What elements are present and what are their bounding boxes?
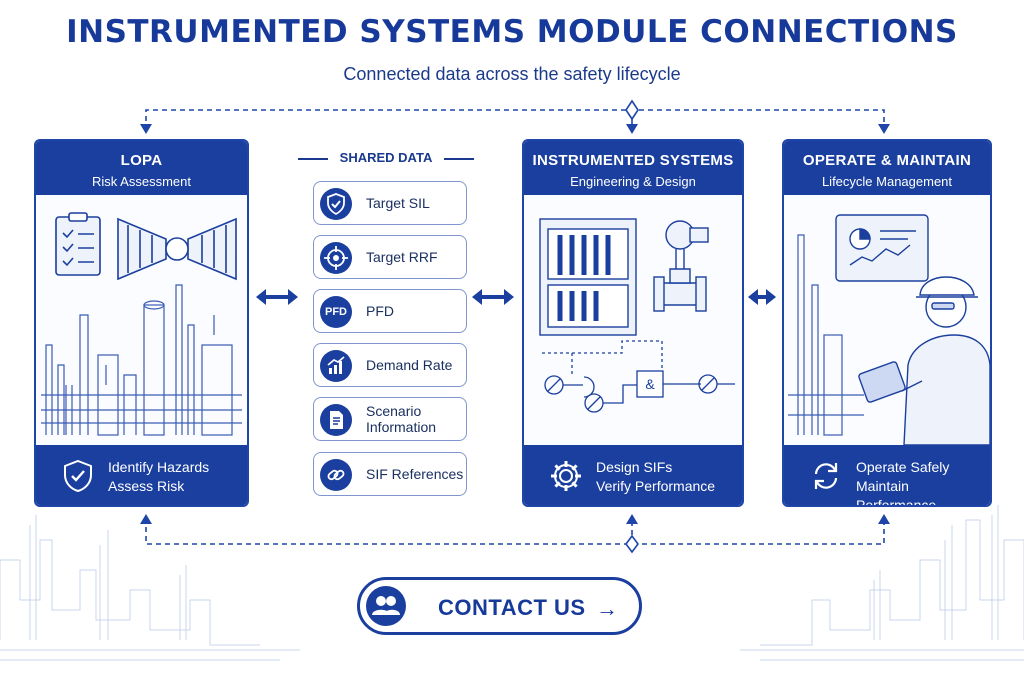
- panel-lopa-header: LOPA Risk Assessment: [36, 141, 247, 195]
- panel-lopa[interactable]: LOPA Risk Assessment: [34, 139, 249, 507]
- double-arrow-lopa-shared: [256, 289, 298, 305]
- panel-lopa-subtitle: Risk Assessment: [92, 174, 191, 189]
- pfd-badge: PFD: [320, 296, 352, 328]
- operator-figure: [858, 276, 990, 445]
- shared-item-demand-rate[interactable]: Demand Rate: [313, 343, 467, 387]
- shared-item-pfd[interactable]: PFD PFD: [313, 289, 467, 333]
- control-cabinet-icon: [539, 218, 637, 336]
- operator-illustration: [788, 214, 990, 445]
- bowtie-diagram-icon: [117, 217, 237, 281]
- label-line: Scenario: [366, 403, 422, 419]
- panel-instrumented-systems-subtitle: Engineering & Design: [570, 174, 696, 189]
- refinery-sketch: [41, 284, 242, 436]
- flow-transmitter-icon: [653, 220, 709, 312]
- bottom-feedback-loop: [145, 518, 885, 545]
- dashboard-monitor-icon: [835, 214, 929, 282]
- logic-diagram: [542, 340, 735, 413]
- gear-icon: [551, 461, 581, 491]
- target-icon: [320, 242, 352, 274]
- panel-operate-maintain-header: OPERATE & MAINTAIN Lifecycle Management: [784, 141, 990, 195]
- shared-item-label: Target RRF: [366, 249, 438, 265]
- shared-item-label: Scenario Information: [366, 403, 466, 435]
- panel-operate-maintain-subtitle: Lifecycle Management: [821, 174, 953, 189]
- checklist-icon: [55, 212, 101, 276]
- logic-and-symbol: &: [645, 376, 655, 392]
- footer-line: Assess Risk: [108, 478, 185, 494]
- lopa-illustration: [41, 212, 242, 436]
- footer-line: Design SIFs: [596, 459, 673, 475]
- label-line: Information: [366, 419, 437, 435]
- contact-us-label: CONTACT US: [438, 595, 586, 620]
- shared-data-label: SHARED DATA: [296, 150, 476, 165]
- panel-instrumented-systems[interactable]: INSTRUMENTED SYSTEMS Engineering & Desig…: [522, 139, 744, 507]
- panel-instrumented-systems-footer: Design SIFs Verify Performance: [524, 445, 742, 505]
- page-subtitle: Connected data across the safety lifecyc…: [343, 64, 681, 84]
- shared-item-sif-references[interactable]: SIF References: [313, 452, 467, 496]
- engineering-illustration: &: [539, 218, 735, 413]
- panel-operate-maintain-footer-text: Operate Safely Maintain Performance: [856, 458, 990, 507]
- top-feedback-loop: [145, 109, 885, 130]
- panel-lopa-footer: Identify Hazards Assess Risk: [36, 445, 247, 505]
- shield-check-icon: [64, 459, 92, 493]
- junction-diamond: [625, 534, 639, 554]
- arrowhead: [878, 124, 890, 134]
- footer-line: Operate Safely: [856, 459, 950, 475]
- arrowhead: [626, 514, 638, 524]
- arrowhead: [626, 124, 638, 134]
- link-icon: [320, 459, 352, 491]
- arrowhead: [140, 124, 152, 134]
- arrowhead: [878, 514, 890, 524]
- page-title: INSTRUMENTED SYSTEMS MODULE CONNECTIONS: [66, 14, 958, 50]
- panel-instrumented-systems-header: INSTRUMENTED SYSTEMS Engineering & Desig…: [524, 141, 742, 195]
- footer-line: Maintain Performance: [856, 478, 937, 507]
- shared-item-target-sil[interactable]: Target SIL: [313, 181, 467, 225]
- panel-lopa-title: LOPA: [120, 152, 163, 169]
- double-arrow-instrumented-operate: [748, 289, 776, 305]
- arrowhead: [140, 514, 152, 524]
- refresh-icon: [814, 463, 838, 489]
- shared-item-label: Demand Rate: [366, 357, 453, 373]
- footer-line: Verify Performance: [596, 478, 716, 494]
- shared-item-label: SIF References: [366, 466, 464, 482]
- panel-instrumented-systems-title: INSTRUMENTED SYSTEMS: [532, 152, 734, 169]
- panel-operate-maintain-title: OPERATE & MAINTAIN: [802, 152, 972, 169]
- shared-item-label: Target SIL: [366, 195, 430, 211]
- double-arrow-shared-instrumented: [472, 289, 514, 305]
- refinery-sketch: [788, 234, 864, 436]
- arrow-right-icon: →: [596, 596, 618, 621]
- panel-operate-maintain[interactable]: OPERATE & MAINTAIN Lifecycle Management: [782, 139, 992, 507]
- panel-operate-maintain-footer: Operate Safely Maintain Performance: [784, 445, 990, 505]
- panel-instrumented-systems-footer-text: Design SIFs Verify Performance: [596, 458, 715, 496]
- users-icon: [366, 586, 406, 626]
- panel-lopa-footer-text: Identify Hazards Assess Risk: [108, 458, 209, 496]
- junction-diamond: [625, 99, 639, 121]
- shared-item-target-rrf[interactable]: Target RRF: [313, 235, 467, 279]
- shield-check-icon: [320, 188, 352, 220]
- footer-line: Identify Hazards: [108, 459, 210, 475]
- bar-chart-icon: [320, 350, 352, 382]
- shared-item-scenario-information[interactable]: Scenario Information: [313, 397, 467, 441]
- shared-item-label: PFD: [366, 303, 394, 319]
- contact-us-button[interactable]: CONTACT US →: [357, 577, 642, 635]
- document-icon: [320, 404, 352, 436]
